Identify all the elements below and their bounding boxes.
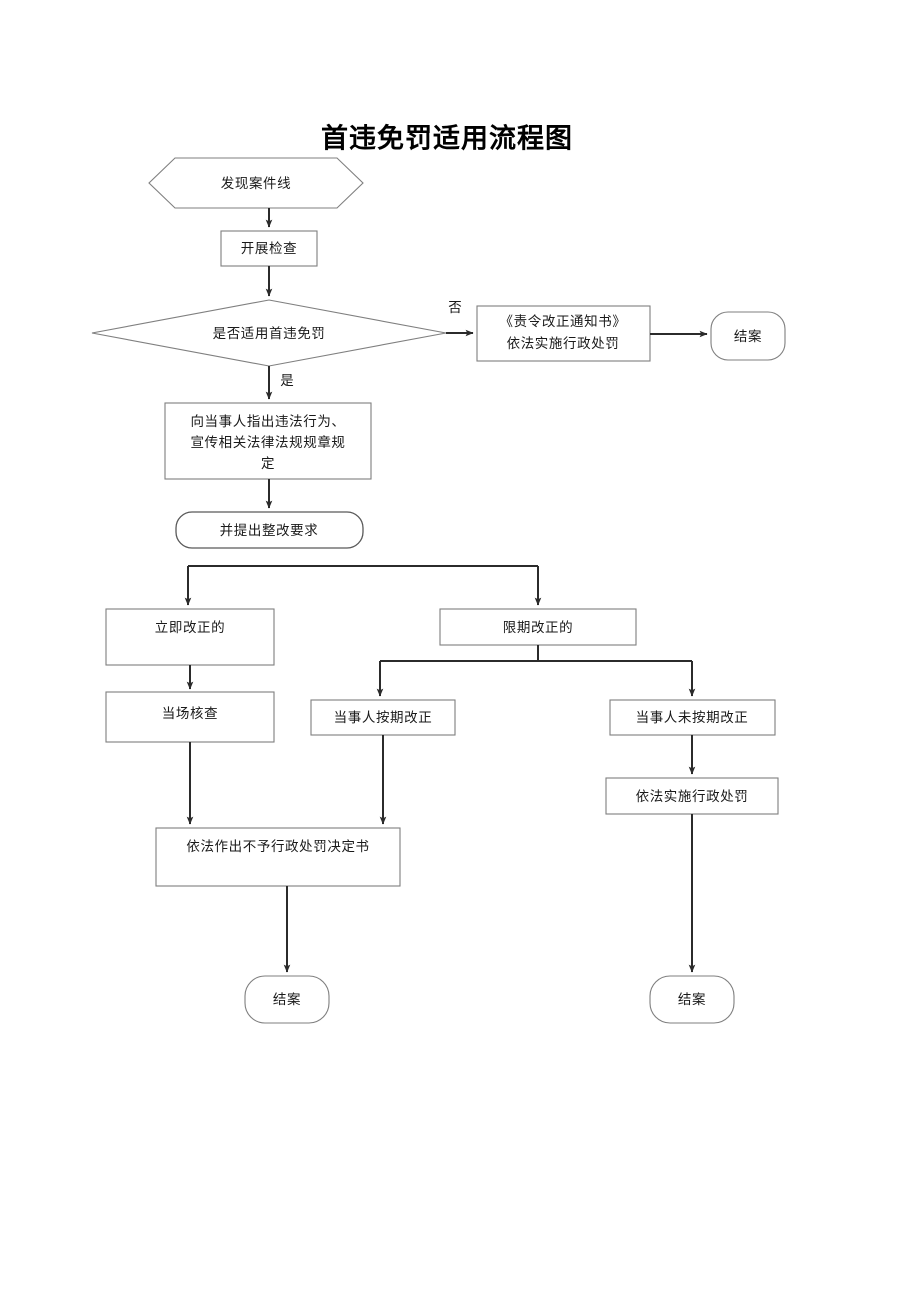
node-close-case-top-shape [710, 311, 786, 361]
page-title: 首违免罚适用流程图 [321, 123, 573, 155]
node-penalty-notice-line1: 《责令改正通知书》 [500, 313, 627, 330]
node-penalty-notice-shape [476, 305, 651, 362]
edge-label-yes: 是 [280, 373, 294, 389]
node-close-case-right-shape [649, 975, 735, 1024]
node-enforce-penalty-shape [605, 777, 779, 815]
node-party-not-rectified-shape [609, 699, 776, 736]
node-start-label: 发现案件线 [221, 175, 292, 192]
node-inspect-shape [220, 230, 318, 267]
node-deadline-rectify-shape [439, 608, 637, 646]
edge-label-no: 否 [448, 300, 462, 316]
node-deadline-rectify-label: 限期改正的 [503, 620, 574, 636]
node-close-case-left-label: 结案 [273, 991, 301, 1008]
node-penalty-notice-line2: 依法实施行政处罚 [507, 336, 620, 352]
edge-split-bar-deadline [380, 645, 692, 662]
node-immediate-rectify-label: 立即改正的 [155, 620, 226, 636]
node-inspect-label: 开展检查 [241, 241, 297, 257]
node-party-rectified-shape [310, 699, 456, 736]
node-rectify-request-label: 并提出整改要求 [220, 523, 319, 539]
node-no-penalty-decision-shape [155, 827, 401, 887]
node-start-shape [148, 157, 364, 209]
node-enforce-penalty-label: 依法实施行政处罚 [636, 789, 749, 805]
node-close-case-top-label: 结案 [734, 328, 762, 345]
node-inform-line2: 宣传相关法律法规规章规 [190, 434, 345, 451]
node-rectify-request-shape [175, 511, 364, 549]
node-decision-label: 是否适用首违免罚 [213, 326, 326, 342]
node-onsite-check-label: 当场核查 [162, 706, 218, 722]
node-inform-line1: 向当事人指出违法行为、 [190, 414, 345, 430]
node-party-not-rectified-label: 当事人未按期改正 [636, 710, 749, 726]
node-party-rectified-label: 当事人按期改正 [334, 710, 433, 726]
node-no-penalty-decision-label: 依法作出不予行政处罚决定书 [186, 839, 369, 855]
node-close-case-right-label: 结案 [678, 991, 706, 1008]
node-immediate-rectify-shape [105, 608, 275, 666]
node-close-case-left-shape [244, 975, 330, 1024]
node-inform-line3: 定 [261, 456, 275, 472]
